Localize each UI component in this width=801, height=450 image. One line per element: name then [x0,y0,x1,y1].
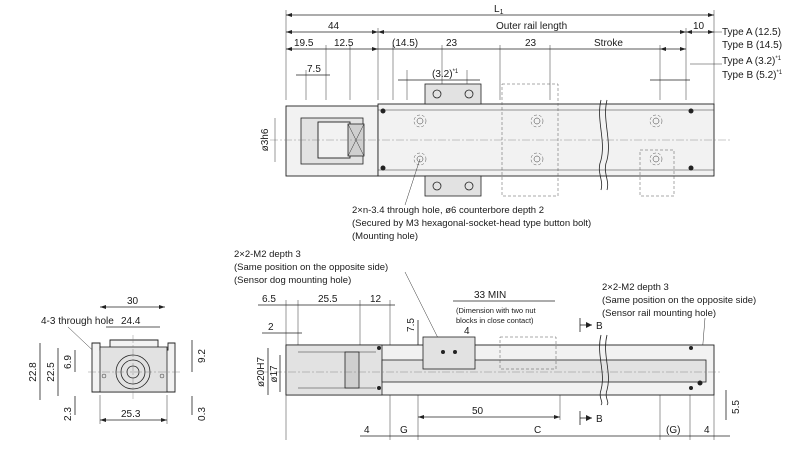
dim-33-min: 33 MIN [474,290,506,301]
dim-22-8: 22.8 [28,362,39,382]
dim-0-3: 0.3 [197,407,208,421]
outer-rail-length-label: Outer rail length [496,21,567,32]
m2-note-left-line2: (Same position on the opposite side) [234,262,388,273]
dim-2: 2 [268,322,274,333]
phi-3h6: ø3h6 [260,128,271,151]
phi-20h7: ø20H7 [256,357,267,387]
min-note-line2: blocks in close contact) [456,316,534,325]
dim-24-4: 24.4 [121,316,141,327]
dim-50: 50 [472,406,484,417]
dim-23-b: 23 [525,38,537,49]
m2-note-left-line1: 2×2-M2 depth 3 [234,249,301,260]
type-a-3-2: Type A (3.2)*1 [722,56,782,67]
dim-6-5: 6.5 [262,294,276,305]
g-label: G [400,425,408,436]
dim-30: 30 [127,296,139,307]
m2-note-left-line3: (Sensor dog mounting hole) [234,275,351,286]
side-view: 2×2-M2 depth 3 (Same position on the opp… [234,249,756,440]
min-note-line1: (Dimension with two nut [456,306,537,315]
c-label: C [534,425,541,436]
dim-3-2-paren: (3.2)*1 [432,69,459,80]
dim-4-left: 4 [364,425,370,436]
hole-note-line2: (Secured by M3 hexagonal-socket-head typ… [352,218,591,229]
dim-12: 12 [370,294,382,305]
g-paren-label: (G) [666,425,680,436]
dim-23-a: 23 [446,38,458,49]
section-b-top: B [596,321,603,332]
dim-44: 44 [328,21,340,32]
top-view: L1 44 Outer rail length 10 Type A (12.5)… [260,4,783,242]
type-b-14-5: Type B (14.5) [722,40,782,51]
phi-17: ø17 [269,365,280,383]
dim-14-5-paren: (14.5) [392,38,418,49]
through-hole-label: 4-3 through hole [41,316,114,327]
dim-25-3: 25.3 [121,409,141,420]
dim-9-2: 9.2 [197,349,208,363]
hole-note-line1: 2×n-3.4 through hole, ø6 counterbore dep… [352,205,544,216]
dim-22-5: 22.5 [46,362,57,382]
hole-note-line3: (Mounting hole) [352,231,418,242]
section-b-bottom: B [596,414,603,425]
dim-7-5-side: 7.5 [406,318,417,332]
m2-note-right-line1: 2×2-M2 depth 3 [602,282,669,293]
type-a-12-5: Type A (12.5) [722,27,781,38]
m2-note-right-line2: (Same position on the opposite side) [602,295,756,306]
dim-12-5: 12.5 [334,38,354,49]
end-view: 30 24.4 4-3 through hole 22.8 22.5 6.9 9… [28,296,208,424]
dim-25-5: 25.5 [318,294,338,305]
dim-5-5: 5.5 [731,400,742,414]
dim-6-9: 6.9 [63,355,74,369]
m2-note-right-line3: (Sensor rail mounting hole) [602,308,716,319]
dim-10: 10 [693,21,705,32]
dim-4-top: 4 [464,326,470,337]
dim-19-5: 19.5 [294,38,314,49]
dim-7-5-top: 7.5 [307,64,321,75]
stroke-label: Stroke [594,38,623,49]
type-b-5-2: Type B (5.2)*1 [722,70,783,81]
l1-label: L1 [494,4,504,16]
dim-4-right: 4 [704,425,710,436]
dim-2-3: 2.3 [63,407,74,421]
